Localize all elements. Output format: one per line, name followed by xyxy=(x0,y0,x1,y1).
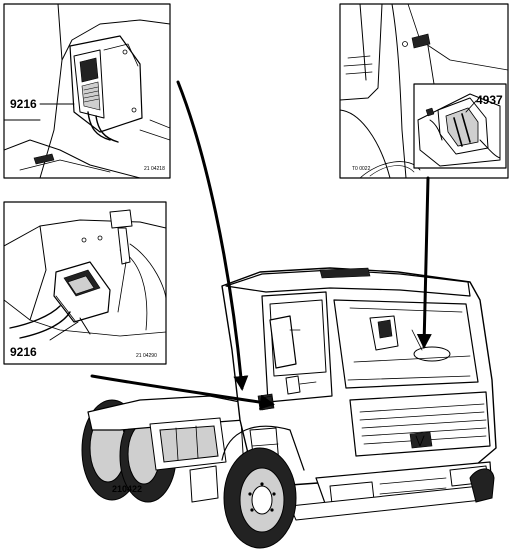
pointer-arrows xyxy=(90,80,432,410)
inset-top-left: 9216 21 04218 xyxy=(3,3,171,179)
arrow-top-right xyxy=(416,176,432,349)
ref-code-mid-left: 21 04290 xyxy=(136,353,157,359)
inset-mid-left: 9216 21 04290 xyxy=(3,201,167,365)
inset-top-right: 4937 T0 0022 xyxy=(339,3,509,179)
label-9216-top: 9216 xyxy=(10,97,37,111)
ref-code-top-left: 21 04218 xyxy=(144,166,165,172)
label-9216-mid: 9216 xyxy=(10,345,37,359)
truck-illustration xyxy=(81,267,497,549)
main-ref-code: 210422 xyxy=(112,484,142,494)
arrow-mid-left xyxy=(90,374,275,410)
arrow-top-left xyxy=(176,80,249,391)
label-4937: 4937 xyxy=(476,93,503,107)
ref-code-top-right: T0 0022 xyxy=(352,166,371,172)
